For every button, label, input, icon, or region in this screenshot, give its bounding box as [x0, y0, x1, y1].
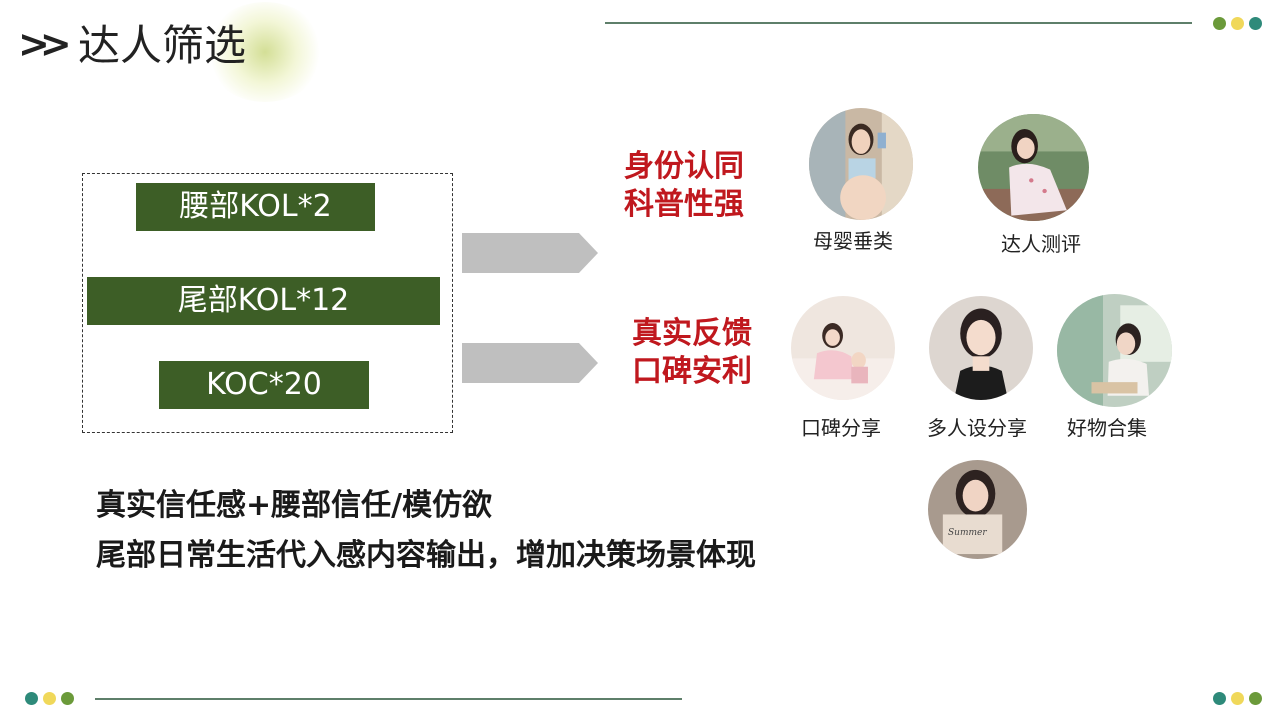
bottom-divider	[95, 698, 682, 700]
dot-icon	[43, 692, 56, 705]
benefit-label-2: 真实反馈 口碑安利	[620, 315, 764, 391]
tier-koc: KOC*20	[159, 361, 369, 409]
avatar-summer: Summer	[928, 460, 1027, 559]
avatar-collection	[1057, 294, 1172, 407]
bottom-right-dots	[1213, 692, 1262, 705]
benefit-label-1: 身份认同 科普性强	[612, 148, 756, 224]
avatar-review	[978, 114, 1089, 221]
page-title: 达人筛选	[78, 21, 247, 70]
avatar-caption: 好物合集	[1067, 416, 1147, 440]
avatar-caption: 达人测评	[1001, 232, 1081, 256]
dot-icon	[1249, 17, 1262, 30]
dot-icon	[1213, 692, 1226, 705]
bottom-left-dots	[25, 692, 74, 705]
top-right-dots	[1213, 17, 1262, 30]
dot-icon	[1231, 17, 1244, 30]
arrow-right-icon	[462, 233, 598, 273]
benefit-line: 真实反馈	[632, 316, 752, 351]
avatar-caption: 多人设分享	[927, 416, 1027, 440]
benefit-line: 科普性强	[624, 187, 744, 222]
dot-icon	[1213, 17, 1226, 30]
summary-line-2: 尾部日常生活代入感内容输出，增加决策场景体现	[96, 538, 756, 573]
arrow-right-icon	[462, 343, 598, 383]
benefit-line: 口碑安利	[632, 354, 752, 389]
dot-icon	[61, 692, 74, 705]
title-glow	[205, 2, 325, 102]
tier-box	[82, 173, 453, 433]
dot-icon	[25, 692, 38, 705]
top-divider	[605, 22, 1192, 24]
tier-tail-kol: 尾部KOL*12	[87, 277, 440, 325]
avatar-multi-persona	[929, 296, 1033, 400]
benefit-line: 身份认同	[624, 149, 744, 184]
avatar-word-of-mouth	[791, 296, 895, 400]
dot-icon	[1231, 692, 1244, 705]
chevron-right-icon: >>	[18, 22, 72, 66]
dot-icon	[1249, 692, 1262, 705]
avatar-caption: 母婴垂类	[813, 229, 893, 253]
avatar-caption: 口碑分享	[801, 416, 881, 440]
summer-card-text: Summer	[948, 528, 987, 538]
tier-mid-kol: 腰部KOL*2	[136, 183, 375, 231]
summary-line-1: 真实信任感+腰部信任/模仿欲	[96, 488, 493, 523]
avatar-maternity	[809, 108, 913, 220]
